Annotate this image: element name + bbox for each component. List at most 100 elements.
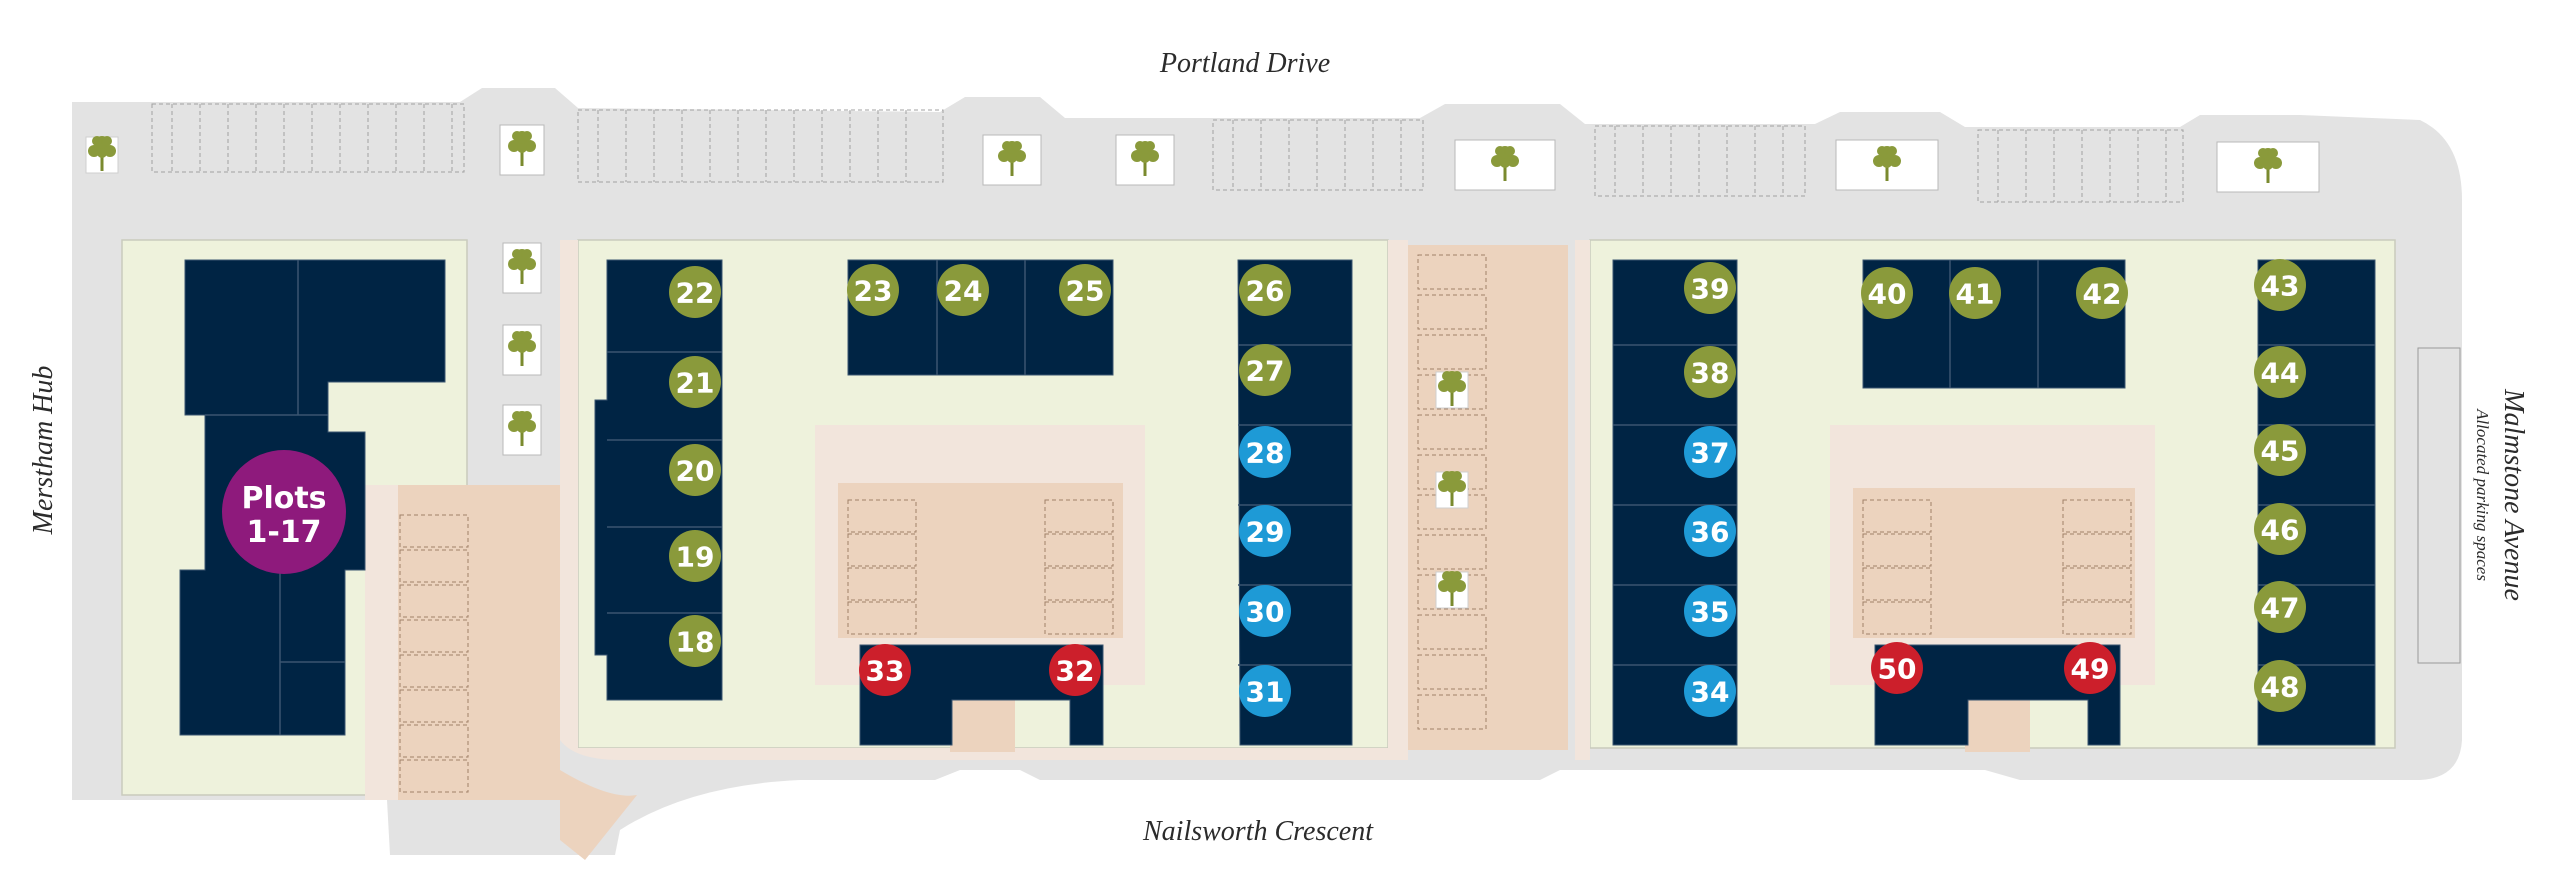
road-label-east: Malmstone Avenue xyxy=(2498,388,2529,601)
plot-marker-35[interactable]: 35 xyxy=(1684,585,1736,637)
plot-number: 18 xyxy=(676,626,715,659)
plot-marker-19[interactable]: 19 xyxy=(669,530,721,582)
tree-icon xyxy=(982,134,1042,186)
plot-marker-circle xyxy=(847,264,899,316)
plot-number: 46 xyxy=(2261,514,2300,547)
plot-marker-circle xyxy=(2254,346,2306,398)
tree-icon xyxy=(502,242,542,294)
plot-marker-39[interactable]: 39 xyxy=(1684,262,1736,314)
plot-number: 32 xyxy=(1056,655,1095,688)
plot-marker-25[interactable]: 25 xyxy=(1059,264,1111,316)
plot-marker-50[interactable]: 50 xyxy=(1871,642,1923,694)
tree-icon xyxy=(1435,571,1469,609)
plot-marker-circle xyxy=(1684,426,1736,478)
east-allocated-parking xyxy=(2417,347,2461,664)
plot-marker-circle xyxy=(669,266,721,318)
plot-marker-29[interactable]: 29 xyxy=(1239,505,1291,557)
plot-marker-47[interactable]: 47 xyxy=(2254,581,2306,633)
plot-marker-23[interactable]: 23 xyxy=(847,264,899,316)
plot-number: 29 xyxy=(1246,516,1285,549)
plot-marker-31[interactable]: 31 xyxy=(1239,665,1291,717)
building-dividers xyxy=(205,260,2375,735)
trees xyxy=(85,124,2320,609)
plot-marker-33[interactable]: 33 xyxy=(859,644,911,696)
plot-marker-circle xyxy=(1239,665,1291,717)
plot-number: 19 xyxy=(676,541,715,574)
plot-marker-circle xyxy=(669,615,721,667)
plot-marker-circle xyxy=(1059,264,1111,316)
plot-marker-circle xyxy=(669,444,721,496)
plot-number: 42 xyxy=(2083,278,2122,311)
allocated-parking-note: Allocated parking spaces xyxy=(2473,408,2492,581)
plot-number: 48 xyxy=(2261,671,2300,704)
plot-marker-36[interactable]: 36 xyxy=(1684,505,1736,557)
plot-marker-30[interactable]: 30 xyxy=(1239,585,1291,637)
plot-marker-32[interactable]: 32 xyxy=(1049,644,1101,696)
plot-number: 34 xyxy=(1691,676,1730,709)
plot-marker-20[interactable]: 20 xyxy=(669,444,721,496)
tree-icon xyxy=(499,124,545,176)
plot-marker-27[interactable]: 27 xyxy=(1239,344,1291,396)
plot-markers[interactable]: 18 19 20 21 22 23 24 25 26 27 28 29 30 31 32 33 34 35 36 37… xyxy=(669,259,2306,717)
plot-number: 22 xyxy=(676,277,715,310)
plot-number: 41 xyxy=(1956,278,1995,311)
plot-number: 37 xyxy=(1691,437,1730,470)
plot-number: 44 xyxy=(2261,357,2300,390)
plot-marker-circle xyxy=(1239,505,1291,557)
plot-marker-48[interactable]: 48 xyxy=(2254,660,2306,712)
plot-marker-40[interactable]: 40 xyxy=(1861,267,1913,319)
plot-marker-49[interactable]: 49 xyxy=(2064,642,2116,694)
plot-number: 40 xyxy=(1868,278,1907,311)
plot-marker-46[interactable]: 46 xyxy=(2254,503,2306,555)
road-label-north: Portland Drive xyxy=(1159,48,1330,79)
hub-label-line1: Plots xyxy=(241,481,326,516)
plot-marker-21[interactable]: 21 xyxy=(669,356,721,408)
plot-marker-circle xyxy=(2254,581,2306,633)
plot-marker-circle xyxy=(2254,503,2306,555)
plot-marker-circle xyxy=(1684,585,1736,637)
plot-marker-26[interactable]: 26 xyxy=(1239,264,1291,316)
plot-number: 47 xyxy=(2261,592,2300,625)
tree-icon xyxy=(1435,471,1469,509)
tree-icon xyxy=(1454,139,1556,191)
plot-number: 50 xyxy=(1878,653,1917,686)
tree-icon xyxy=(502,404,542,456)
plot-marker-circle xyxy=(2076,267,2128,319)
plot-marker-22[interactable]: 22 xyxy=(669,266,721,318)
plot-marker-34[interactable]: 34 xyxy=(1684,665,1736,717)
plot-number: 21 xyxy=(676,367,715,400)
plot-marker-circle xyxy=(1239,344,1291,396)
plot-number: 33 xyxy=(866,655,905,688)
plot-marker-45[interactable]: 45 xyxy=(2254,424,2306,476)
hub-marker[interactable]: Plots 1-17 xyxy=(222,450,346,574)
tree-icon xyxy=(1835,139,1939,191)
plot-number: 39 xyxy=(1691,273,1730,306)
plot-number: 49 xyxy=(2071,653,2110,686)
road-label-south: Nailsworth Crescent xyxy=(1142,816,1374,847)
plot-number: 24 xyxy=(944,275,983,308)
plot-number: 20 xyxy=(676,455,715,488)
plot-marker-28[interactable]: 28 xyxy=(1239,426,1291,478)
plot-marker-44[interactable]: 44 xyxy=(2254,346,2306,398)
plot-marker-18[interactable]: 18 xyxy=(669,615,721,667)
plot-marker-38[interactable]: 38 xyxy=(1684,346,1736,398)
plot-number: 45 xyxy=(2261,435,2300,468)
plot-number: 27 xyxy=(1246,355,1285,388)
plot-number: 30 xyxy=(1246,596,1285,629)
plot-marker-24[interactable]: 24 xyxy=(937,264,989,316)
plot-marker-circle xyxy=(859,644,911,696)
tree-icon xyxy=(1435,371,1469,409)
plot-marker-circle xyxy=(2254,660,2306,712)
plot-marker-circle xyxy=(1684,262,1736,314)
plot-marker-circle xyxy=(2254,259,2306,311)
plot-marker-42[interactable]: 42 xyxy=(2076,267,2128,319)
plot-marker-circle xyxy=(1684,346,1736,398)
plot-marker-circle xyxy=(1684,505,1736,557)
plot-marker-43[interactable]: 43 xyxy=(2254,259,2306,311)
plot-marker-41[interactable]: 41 xyxy=(1949,267,2001,319)
plot-number: 36 xyxy=(1691,516,1730,549)
plot-marker-circle xyxy=(1239,264,1291,316)
plot-marker-37[interactable]: 37 xyxy=(1684,426,1736,478)
plot-number: 38 xyxy=(1691,357,1730,390)
